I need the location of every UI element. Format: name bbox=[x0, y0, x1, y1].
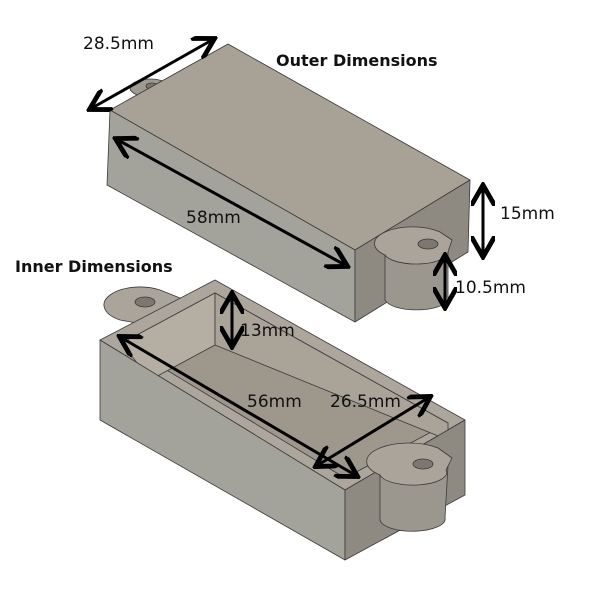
outer-length-arrow bbox=[118, 140, 345, 265]
outer-width-label: 28.5mm bbox=[83, 34, 154, 54]
inner-length-label: 56mm bbox=[247, 392, 302, 412]
inner-width-arrow bbox=[318, 398, 428, 465]
outer-width-arrow bbox=[92, 40, 212, 108]
outer-dimensions-title: Outer Dimensions bbox=[276, 51, 438, 70]
outer-box bbox=[106, 43, 471, 323]
inner-depth-label: 13mm bbox=[240, 321, 295, 341]
inner-dimensions-title: Inner Dimensions bbox=[15, 257, 173, 276]
tab-height-label: 10.5mm bbox=[455, 278, 526, 298]
outer-length-label: 58mm bbox=[186, 208, 241, 228]
inner-width-label: 26.5mm bbox=[330, 392, 401, 412]
outer-front-tab bbox=[374, 226, 453, 311]
outer-height-label: 15mm bbox=[500, 204, 555, 224]
